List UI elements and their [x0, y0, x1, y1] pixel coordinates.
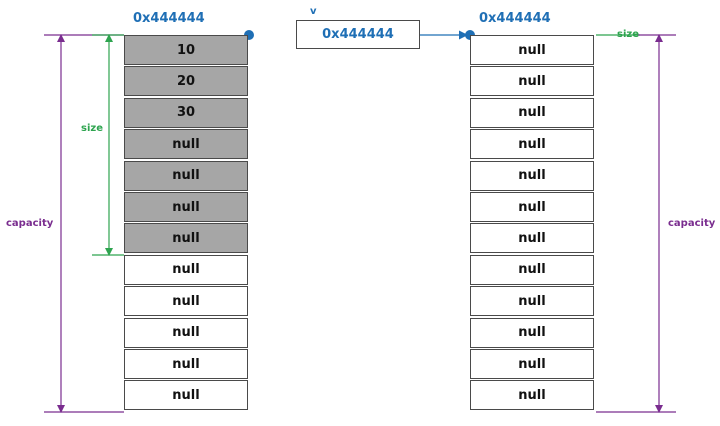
left-array-cell: null: [124, 160, 248, 191]
right-array-cell: null: [470, 129, 594, 160]
right-array-cell: null: [470, 35, 594, 65]
right-address-label: 0x444444: [479, 11, 551, 26]
left-array-cell: null: [124, 286, 248, 317]
left-array-cell: null: [124, 192, 248, 222]
left-array-cell: 10: [124, 35, 248, 65]
left-array-cell: 30: [124, 97, 248, 128]
right-array-cell: null: [470, 66, 594, 97]
left-array-cell: null: [124, 254, 248, 285]
pointer-box: 0x444444: [296, 20, 420, 49]
right-array-cell: null: [470, 349, 594, 379]
left-array-cell: null: [124, 223, 248, 254]
left-size-label: size: [81, 123, 103, 134]
right-array-cell: null: [470, 160, 594, 191]
left-array-cell: null: [124, 380, 248, 411]
left-capacity-label: capacity: [6, 218, 54, 229]
left-address-label: 0x444444: [133, 11, 205, 26]
left-array-cell: null: [124, 317, 248, 348]
right-capacity-label: capacity: [668, 218, 716, 229]
left-array-cell: null: [124, 129, 248, 160]
right-array-cell: null: [470, 317, 594, 348]
right-size-label: size: [617, 29, 639, 40]
right-array-cell: null: [470, 223, 594, 254]
right-array-cell: null: [470, 97, 594, 128]
right-array-cell: null: [470, 254, 594, 285]
left-array-cell: 20: [124, 66, 248, 97]
pointer-name: v: [310, 6, 317, 17]
left-array-cell: null: [124, 349, 248, 379]
right-array-cell: null: [470, 380, 594, 411]
right-array-cell: null: [470, 192, 594, 222]
right-array-cell: null: [470, 286, 594, 317]
